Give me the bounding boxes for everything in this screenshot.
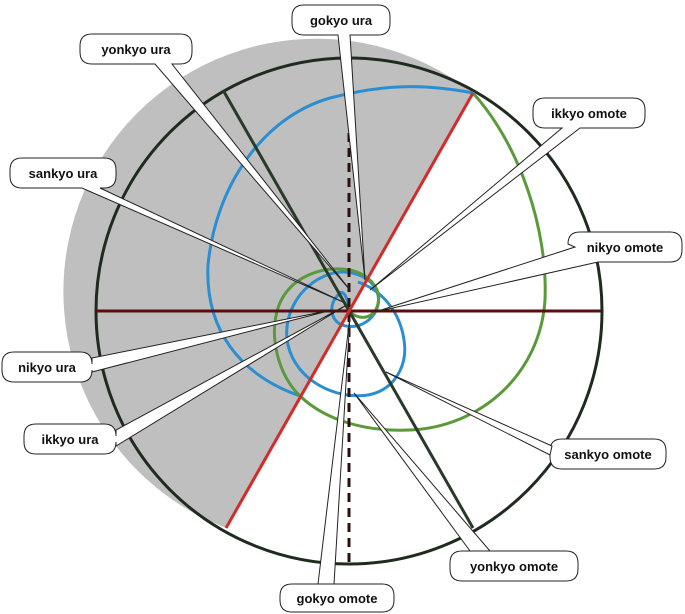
callout-bubble: [23, 305, 346, 455]
callout-label: nikyo omote: [587, 240, 664, 255]
callout-pointer: [385, 371, 553, 456]
callout-gokyo-ura: gokyo ura: [291, 4, 391, 281]
callout-bubble: [279, 583, 395, 613]
callout-pointer: [353, 392, 492, 552]
callout-label: sankyo ura: [29, 166, 98, 181]
callout-bubble: [291, 4, 391, 281]
callout-bubble: [374, 231, 683, 313]
callout-bubble: [1, 309, 333, 383]
diagonal-dark-line: [221, 89, 475, 529]
callout-yonkyo-omote: yonkyo omote: [353, 392, 579, 582]
callout-pointer: [317, 315, 351, 585]
callout-label: gokyo omote: [297, 591, 378, 606]
callout-nikyo-ura: nikyo ura: [1, 309, 333, 383]
callout-bubble: [79, 33, 351, 291]
callout-label: nikyo ura: [18, 360, 77, 375]
callout-label: sankyo omote: [564, 447, 651, 462]
callout-bubble: [369, 97, 646, 291]
callout-yonkyo-ura: yonkyo ura: [79, 33, 351, 291]
callout-ikkyo-ura: ikkyo ura: [23, 305, 346, 455]
callout-sankyo-ura: sankyo ura: [9, 157, 344, 303]
green-spiral: [273, 91, 547, 432]
callout-label: ikkyo omote: [551, 106, 627, 121]
callout-gokyo-omote: gokyo omote: [279, 315, 395, 613]
callout-label: yonkyo ura: [101, 42, 171, 57]
callout-label: ikkyo ura: [41, 432, 99, 447]
callout-bubble: [449, 550, 579, 582]
callout-bubble: [9, 157, 344, 303]
callout-nikyo-omote: nikyo omote: [374, 231, 683, 313]
diagonal-red-line: [224, 92, 475, 529]
callout-label: gokyo ura: [310, 13, 373, 28]
callout-sankyo-omote: sankyo omote: [385, 371, 667, 470]
callout-label: yonkyo omote: [470, 559, 558, 574]
callout-ikkyo-omote: ikkyo omote: [369, 97, 646, 291]
